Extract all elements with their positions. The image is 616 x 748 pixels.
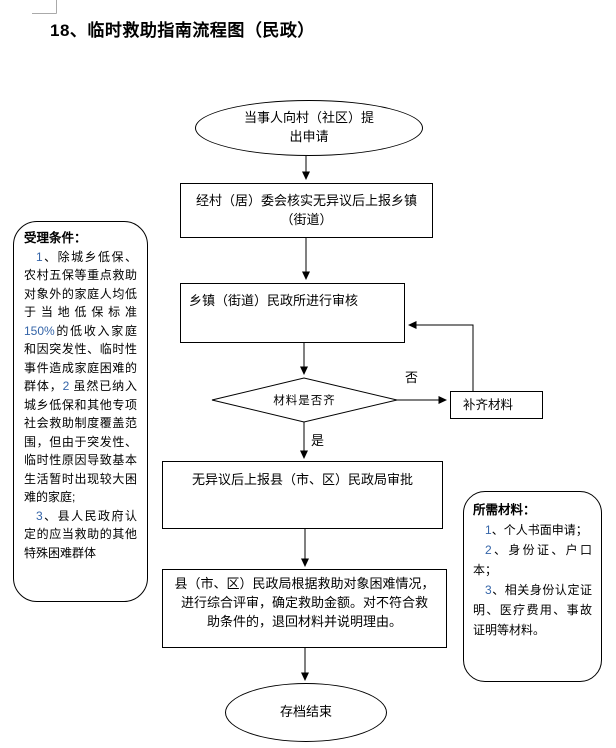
branch-label-no: 否: [405, 370, 419, 385]
arrow-fix-back-to-step2: [408, 321, 474, 391]
branch-label-yes: 是: [311, 433, 325, 448]
acceptance-conditions-callout: 受理条件： 1、除城乡低保、农村五保等重点救助对象外的家庭人均低于当地低保标准 …: [13, 221, 148, 602]
required-materials-item: 2、身份证、户口本；: [473, 543, 592, 577]
flow-node-county-approval: 无异议后上报县（市、区）民政局审批: [162, 461, 443, 529]
acceptance-conditions-title: 受理条件：: [24, 231, 87, 245]
required-materials-item: 1、个人书面申请；: [485, 523, 588, 537]
required-materials-item: 3、相关身份认定证明、医疗费用、事故证明等材料。: [473, 583, 592, 637]
required-materials-callout: 所需材料： 1、个人书面申请； 2、身份证、户口本； 3、相关身份认定证明、医疗…: [463, 491, 602, 682]
flow-node-township-review: 乡镇（街道）民政所进行审核: [180, 283, 405, 343]
required-materials-title: 所需材料：: [473, 503, 536, 517]
flow-decision-materials-complete: 材料是否齐: [273, 395, 336, 407]
acceptance-conditions-item-3: 3、县人民政府认定的应当救助的其他特殊困难群体: [24, 508, 137, 560]
flow-node-end-archive: 存档结束: [225, 683, 387, 742]
acceptance-conditions-item-1-2: 1、除城乡低保、农村五保等重点救助对象外的家庭人均低于当地低保标准 150%的低…: [24, 249, 137, 505]
page-corner-mark: [32, 0, 57, 14]
flow-node-start: 当事人向村（社区）提 出申请: [195, 100, 423, 156]
flow-node-county-evaluation: 县（市、区）民政局根据救助对象困难情况， 进行综合评审，确定救助金额。对不符合救…: [162, 569, 447, 648]
flow-node-supplement-materials: 补齐材料: [450, 391, 543, 419]
flow-node-village-report: 经村（居）委会核实无异议后上报乡镇 （街道）: [180, 183, 433, 238]
page-title: 18、临时救助指南流程图（民政）: [50, 21, 315, 40]
